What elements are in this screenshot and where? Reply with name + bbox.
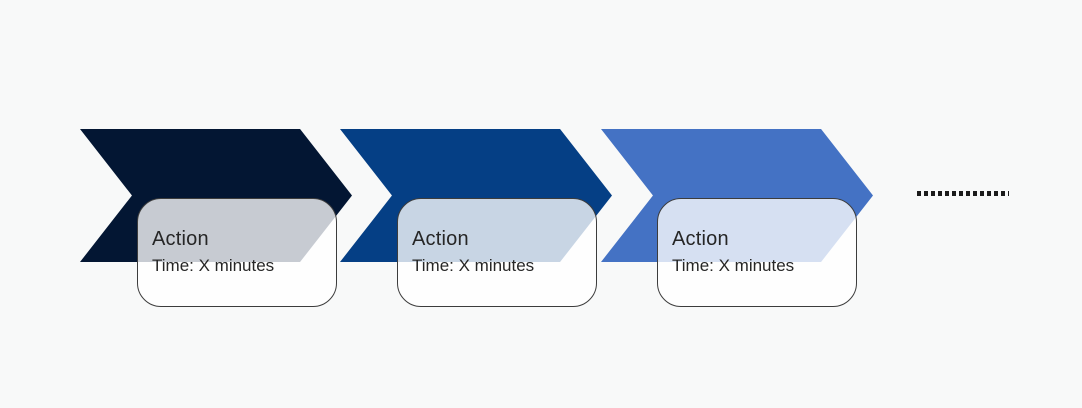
step-card-1: Action Time: X minutes xyxy=(137,198,337,307)
step-2-label: Action xyxy=(412,228,469,250)
step-2-time: Time: X minutes xyxy=(412,256,535,275)
step-card-3: Action Time: X minutes xyxy=(657,198,857,307)
step-1-label: Action xyxy=(152,228,209,250)
step-3-time: Time: X minutes xyxy=(672,256,795,275)
step-card-2: Action Time: X minutes xyxy=(397,198,597,307)
continuation-dotted-line xyxy=(917,191,1009,196)
step-3-label: Action xyxy=(672,228,729,250)
step-1-time: Time: X minutes xyxy=(152,256,275,275)
